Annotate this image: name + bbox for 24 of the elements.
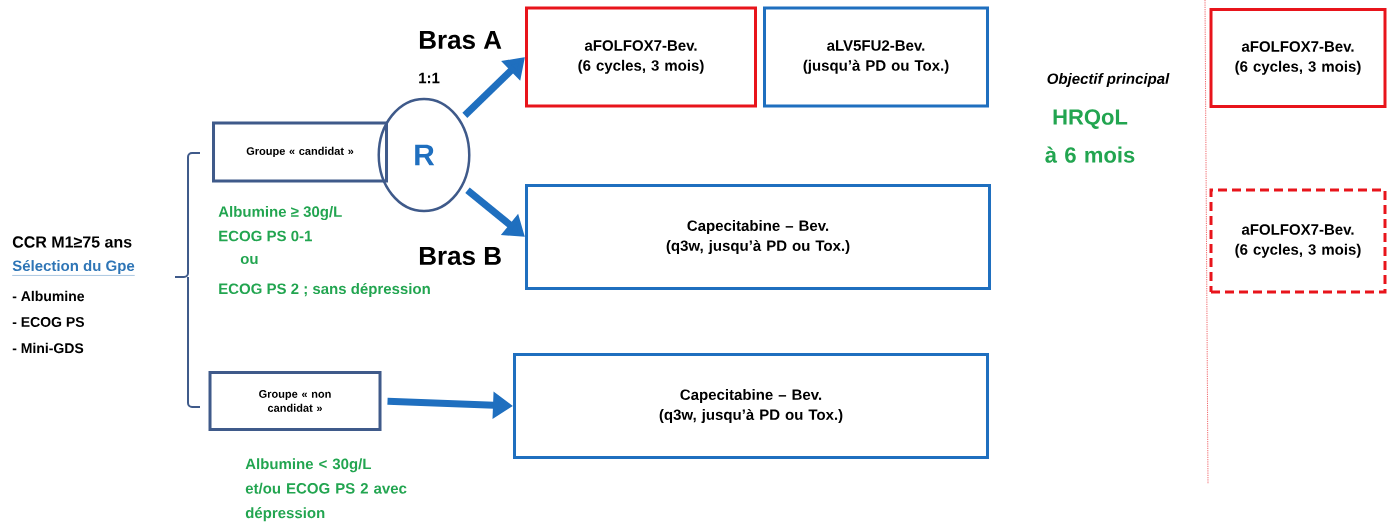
- criteria-text: Albumine < 30g/L et/ou ECOG PS 2 avec dépression: [245, 458, 407, 522]
- treatment-box: aFOLFOX7-Bev. (6 cycles, 3 mois): [525, 6, 757, 108]
- endpoint-text: HRQoL à 6 mois: [1045, 109, 1135, 163]
- ratio-label: 1:1: [419, 72, 440, 84]
- objective-heading: Objectif principal: [1047, 73, 1170, 87]
- treatment-box: aFOLFOX7-Bev. (6 cycles, 3 mois): [1209, 188, 1387, 294]
- criteria-text: ou: [240, 255, 258, 265]
- group-box: Groupe « candidat »: [212, 121, 388, 183]
- arm-label: Bras B: [419, 246, 501, 266]
- treatment-box: aFOLFOX7-Bev. (6 cycles, 3 mois): [1209, 8, 1387, 108]
- arrow: [462, 57, 525, 118]
- criteria-text: Albumine ≥ 30g/L: [218, 205, 342, 220]
- group-box: Groupe « non candidat »: [208, 371, 382, 431]
- population-text: CCR M1≥75 ans: [12, 236, 132, 248]
- treatment-box: aLV5FU2-Bev. (jusqu’à PD ou Tox.): [763, 6, 989, 108]
- criteria-text: ECOG PS 2 ; sans dépression: [219, 282, 430, 298]
- list-item: - Mini-GDS: [12, 342, 84, 354]
- criteria-text: ECOG PS 0-1: [219, 230, 312, 242]
- list-item: - Albumine: [12, 290, 85, 302]
- list-item: - ECOG PS: [12, 317, 84, 327]
- arm-label: Bras A: [419, 30, 502, 50]
- treatment-box: Capecitabine – Bev. (q3w, jusqu’à PD ou Tox.): [525, 184, 991, 290]
- section-heading: Sélection du Gpe: [12, 259, 135, 276]
- treatment-box: Capecitabine – Bev. (q3w, jusqu’à PD ou Tox.): [513, 353, 989, 459]
